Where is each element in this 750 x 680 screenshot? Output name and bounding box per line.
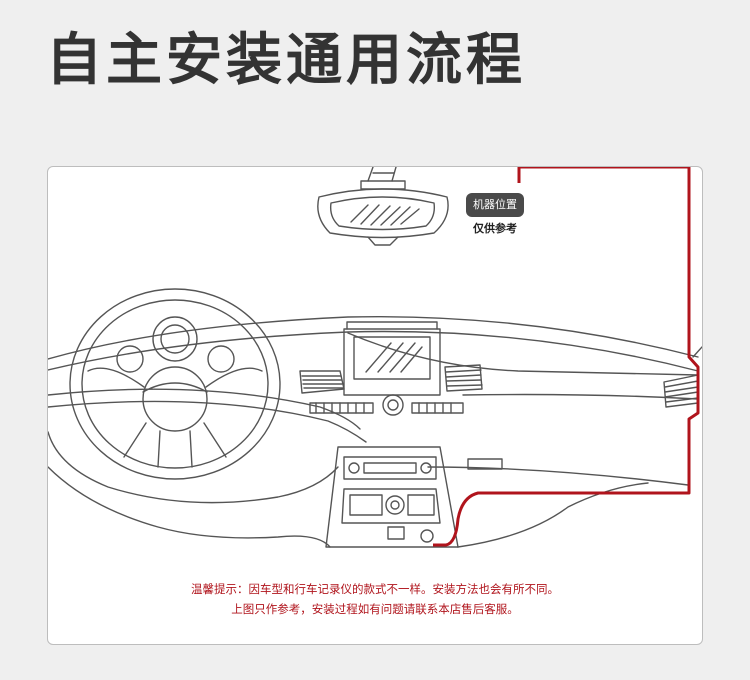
center-display — [343, 321, 441, 396]
reference-only-label: 仅供参考 — [473, 222, 517, 235]
left-vent — [299, 370, 345, 394]
tip-note-line-2: 上图只作参考，安装过程如有问题请联系本店售后客服。 — [231, 602, 519, 616]
tip-note-line-1: 温馨提示：因车型和行车记录仪的款式不一样。安装方法也会有所不同。 — [191, 582, 559, 596]
center-knob — [382, 394, 404, 416]
power-cable — [433, 167, 700, 547]
power-socket — [420, 529, 434, 543]
right-vent — [444, 364, 483, 392]
steering-wheel — [69, 288, 281, 480]
rearview-mirror — [317, 167, 449, 246]
page-title: 自主安装通用流程 — [46, 28, 526, 93]
device-position-badge: 机器位置 — [466, 193, 524, 217]
car-interior-drawing — [48, 167, 702, 548]
dashboard-top — [48, 315, 699, 360]
installation-diagram: 机器位置 仅供参考 温馨提示：因车型和行车记录仪的款式不一样。安装方法也会有所不… — [47, 166, 703, 645]
side-vent — [663, 374, 699, 408]
center-console — [325, 446, 503, 548]
console-button — [467, 458, 503, 470]
